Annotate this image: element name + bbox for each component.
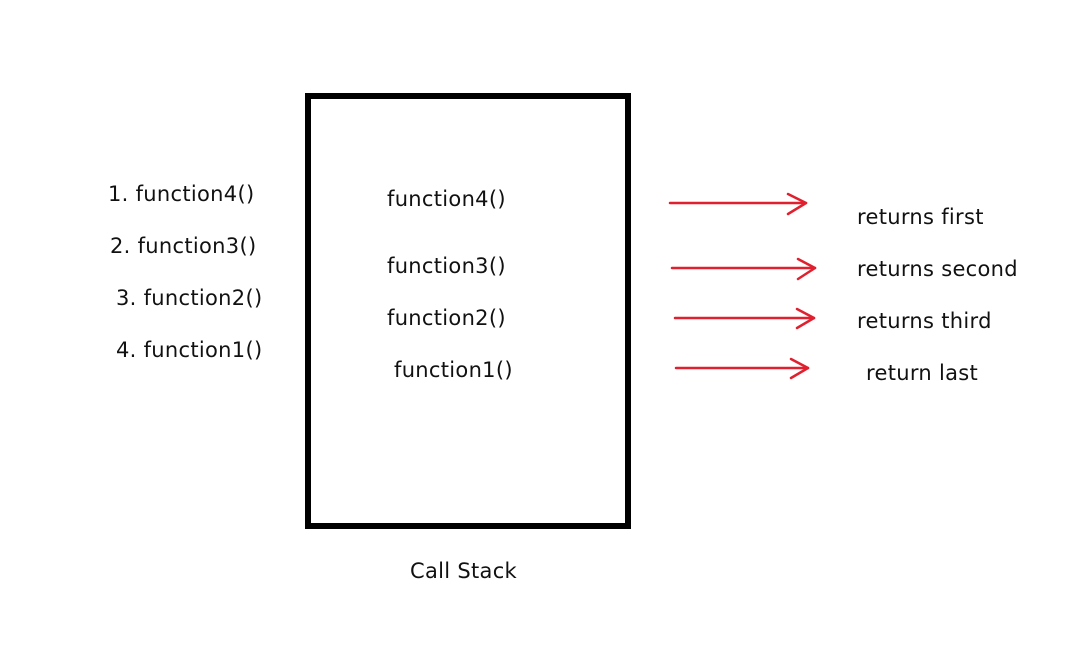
order-item-1: 1. function4() (108, 182, 255, 206)
order-item-4: 4. function1() (116, 338, 263, 362)
arrow-3-icon (673, 307, 816, 330)
return-label-4: return last (866, 361, 979, 385)
order-item-3: 3. function2() (116, 286, 263, 310)
call-stack-caption: Call Stack (410, 559, 518, 583)
order-item-2: 2. function3() (110, 234, 257, 258)
arrow-1-icon (668, 192, 808, 216)
call-stack-box (305, 93, 631, 529)
arrow-group (668, 192, 817, 380)
stack-frame-function1: function1() (394, 358, 513, 382)
arrow-4-icon (674, 357, 810, 380)
stack-frame-function4: function4() (387, 187, 506, 211)
stack-frame-function2: function2() (387, 306, 506, 330)
return-label-3: returns third (857, 309, 992, 333)
return-label-1: returns first (857, 205, 984, 229)
stack-frame-function3: function3() (387, 254, 506, 278)
arrow-2-icon (670, 257, 817, 281)
return-label-2: returns second (857, 257, 1018, 281)
